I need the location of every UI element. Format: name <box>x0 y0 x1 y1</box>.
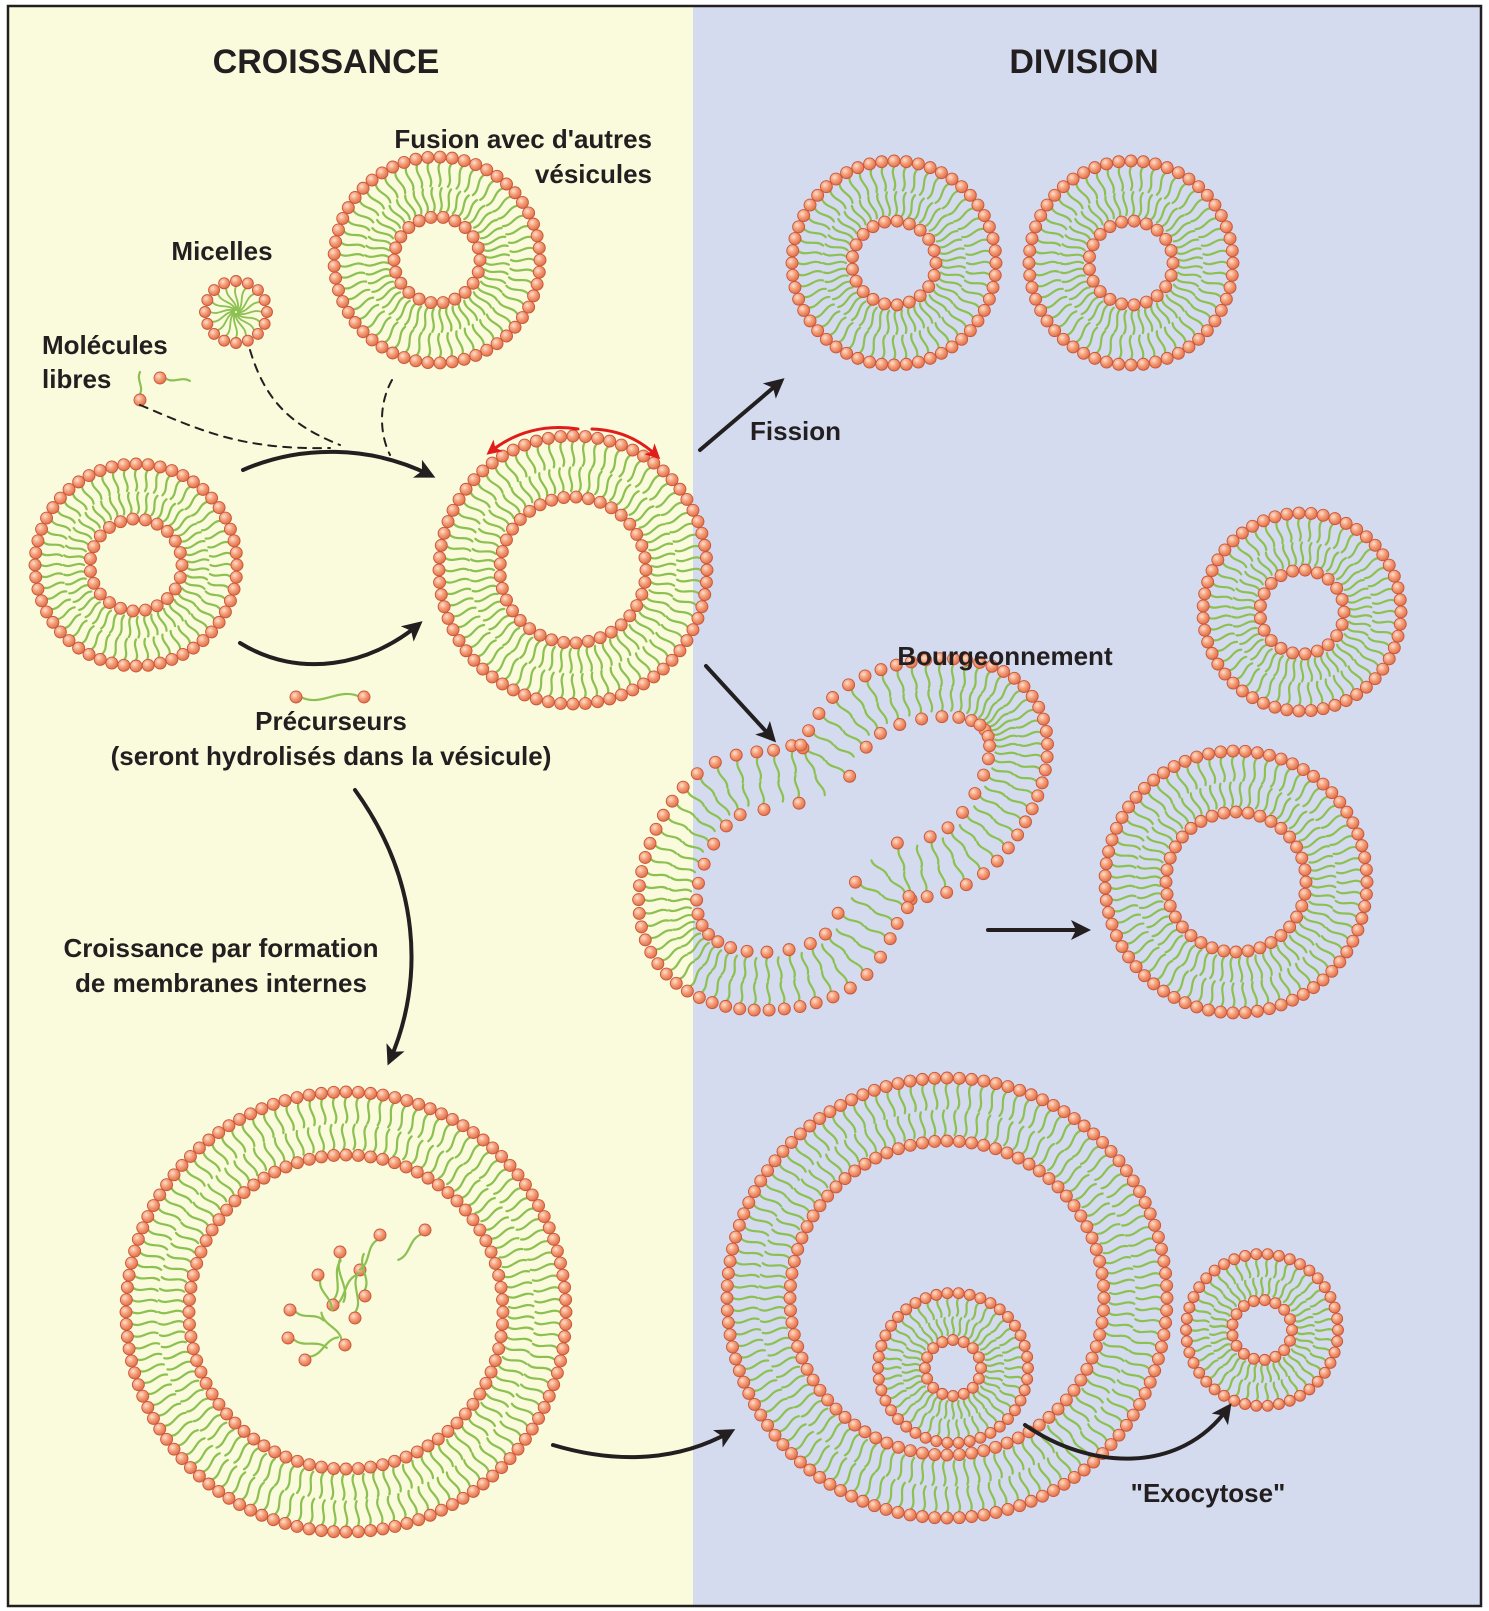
internal-growth-label-line1: Croissance par formation <box>64 933 379 963</box>
fusion-label-line1: Fusion avec d'autres <box>394 124 652 154</box>
fission-label: Fission <box>750 416 841 446</box>
molecules-label-line1: Molécules <box>42 330 168 360</box>
division-title: DIVISION <box>1009 43 1158 81</box>
internal-growth-label-line2: de membranes internes <box>75 968 367 998</box>
exocytosis-label: "Exocytose" <box>1131 1478 1286 1508</box>
micelles-label: Micelles <box>171 236 272 266</box>
fusion-label-line2: vésicules <box>535 159 652 189</box>
molecules-label-line2: libres <box>42 364 111 394</box>
precursors-label-line1: Précurseurs <box>255 706 407 736</box>
precursors-label-line2: (seront hydrolisés dans la vésicule) <box>111 741 552 771</box>
budding-label: Bourgeonnement <box>897 641 1113 671</box>
croissance-title: CROISSANCE <box>213 43 440 81</box>
